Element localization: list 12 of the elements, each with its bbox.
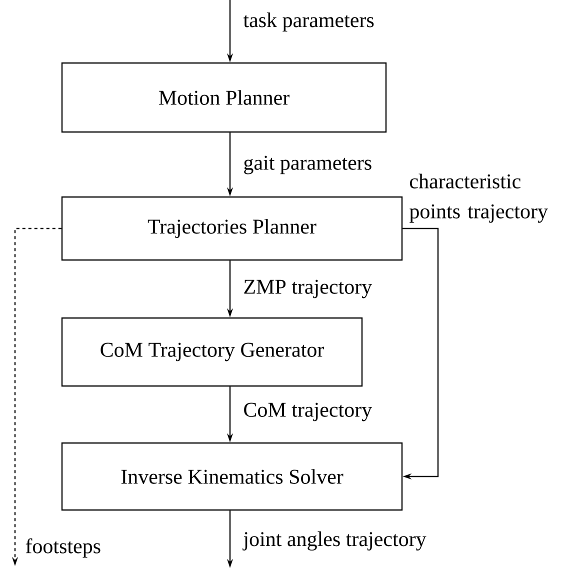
edge-label: joint angles trajectory (242, 531, 426, 551)
edge-label: CoM trajectory (244, 402, 372, 422)
process-box: Motion Planner (61, 62, 387, 133)
process-box: CoM Trajectory Generator (61, 317, 363, 387)
edge-label: task parameters (243, 12, 374, 32)
edge-label: footsteps (26, 538, 100, 558)
process-box: Inverse Kinematics Solver (61, 442, 403, 511)
edge-label: gait parameters (244, 156, 372, 174)
arrow (402, 228, 439, 480)
process-box: Trajectories Planner (61, 196, 403, 261)
edge-label: ZMP trajectory (244, 280, 372, 298)
edge-label: characteristic points trajectory (410, 174, 548, 223)
